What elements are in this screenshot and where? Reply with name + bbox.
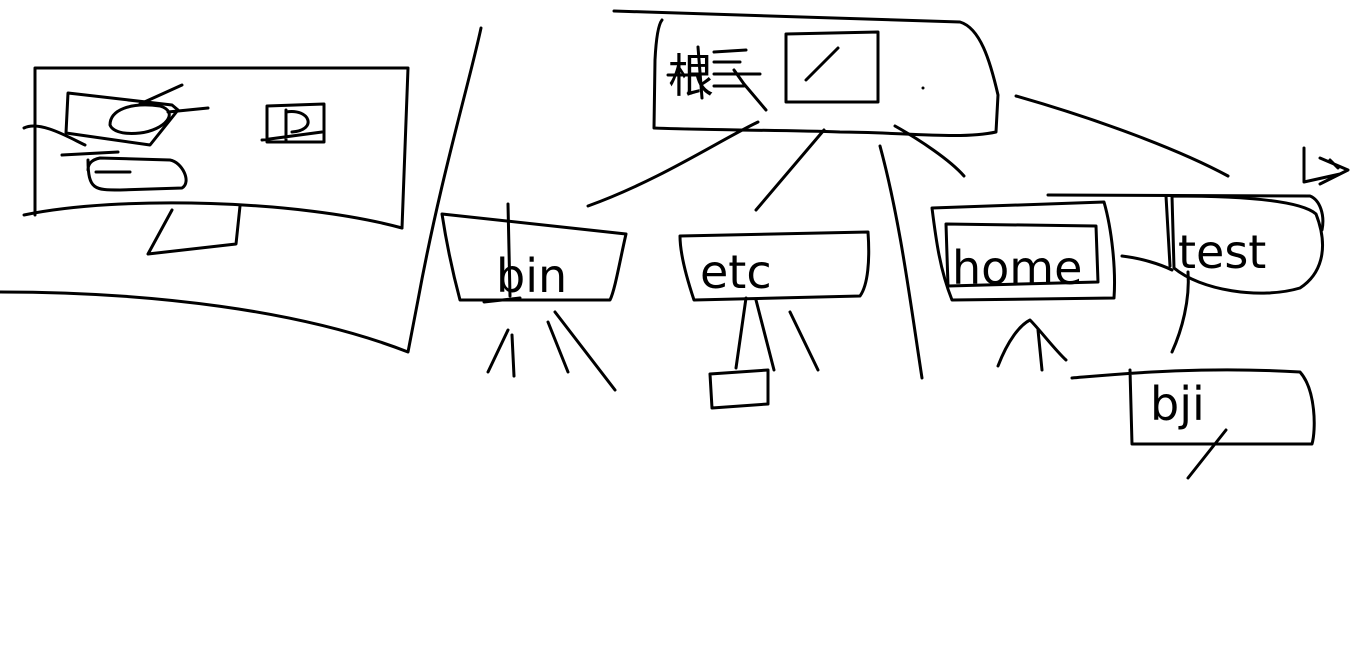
node-home-label: home — [952, 241, 1082, 295]
node-bin-label: bin — [496, 249, 567, 303]
node-bji — [1070, 368, 1316, 480]
node-bji-label: bji — [1150, 377, 1205, 431]
node-test — [1120, 194, 1324, 354]
node-bin — [440, 202, 628, 392]
node-etc-label: etc — [700, 245, 772, 299]
root-label: 根 — [668, 49, 714, 103]
computer-sketch — [0, 26, 483, 354]
node-etc — [678, 230, 871, 410]
tree-connectors — [586, 94, 1350, 380]
root-node — [612, 9, 1000, 138]
node-home — [930, 200, 1116, 372]
node-test-label: test — [1178, 225, 1266, 279]
